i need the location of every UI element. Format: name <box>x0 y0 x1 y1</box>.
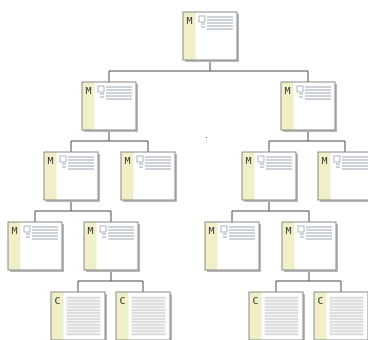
node-label: M <box>85 86 91 97</box>
content-page-node: C <box>115 291 172 340</box>
label-panel <box>183 12 196 60</box>
node-label: M <box>321 156 327 167</box>
label-panel <box>44 152 57 200</box>
thumbnail-icon <box>297 225 305 233</box>
label-panel <box>121 152 134 200</box>
label-panel <box>281 82 294 130</box>
master-page-node: M <box>120 151 177 202</box>
node-label: M <box>245 156 251 167</box>
master-page-node: M <box>241 151 298 202</box>
label-panel <box>242 152 255 200</box>
label-panel <box>318 152 331 200</box>
thumbnail-icon <box>220 225 228 233</box>
master-page-node: M <box>317 151 368 202</box>
thumbnail-icon <box>198 15 206 23</box>
master-page-node: M <box>7 221 64 272</box>
label-panel <box>205 222 218 270</box>
label-panel <box>116 292 129 340</box>
thumbnail-icon <box>23 225 31 233</box>
master-page-node: M <box>182 11 239 62</box>
node-label: M <box>284 86 290 97</box>
thumbnail-icon <box>257 155 265 163</box>
thumbnail-icon <box>296 85 304 93</box>
master-page-node: M <box>204 221 261 272</box>
thumbnail-icon <box>97 85 105 93</box>
node-label: C <box>252 296 258 307</box>
node-label: M <box>47 156 53 167</box>
node-label: M <box>124 156 130 167</box>
content-page-node: C <box>313 291 368 340</box>
label-panel <box>314 292 327 340</box>
content-page-node: C <box>248 291 305 340</box>
master-page-node: M <box>83 221 140 272</box>
stray-dot <box>206 137 207 138</box>
thumbnail-icon <box>136 155 144 163</box>
node-label: M <box>285 226 291 237</box>
node-label: M <box>186 16 192 27</box>
thumbnail-icon <box>99 225 107 233</box>
connectors <box>34 60 346 292</box>
thumbnail-icon <box>333 155 341 163</box>
node-label: M <box>87 226 93 237</box>
content-page-node: C <box>50 291 107 340</box>
label-panel <box>84 222 97 270</box>
thumbnail-icon <box>59 155 67 163</box>
node-label: C <box>119 296 125 307</box>
master-page-node: M <box>281 221 338 272</box>
master-page-node: M <box>81 81 138 132</box>
node-label: C <box>54 296 60 307</box>
label-panel <box>8 222 21 270</box>
label-panel <box>282 222 295 270</box>
label-panel <box>51 292 64 340</box>
label-panel <box>82 82 95 130</box>
node-label: M <box>11 226 17 237</box>
master-page-node: M <box>280 81 337 132</box>
master-page-node: M <box>43 151 100 202</box>
node-label: C <box>317 296 323 307</box>
node-label: M <box>208 226 214 237</box>
label-panel <box>249 292 262 340</box>
